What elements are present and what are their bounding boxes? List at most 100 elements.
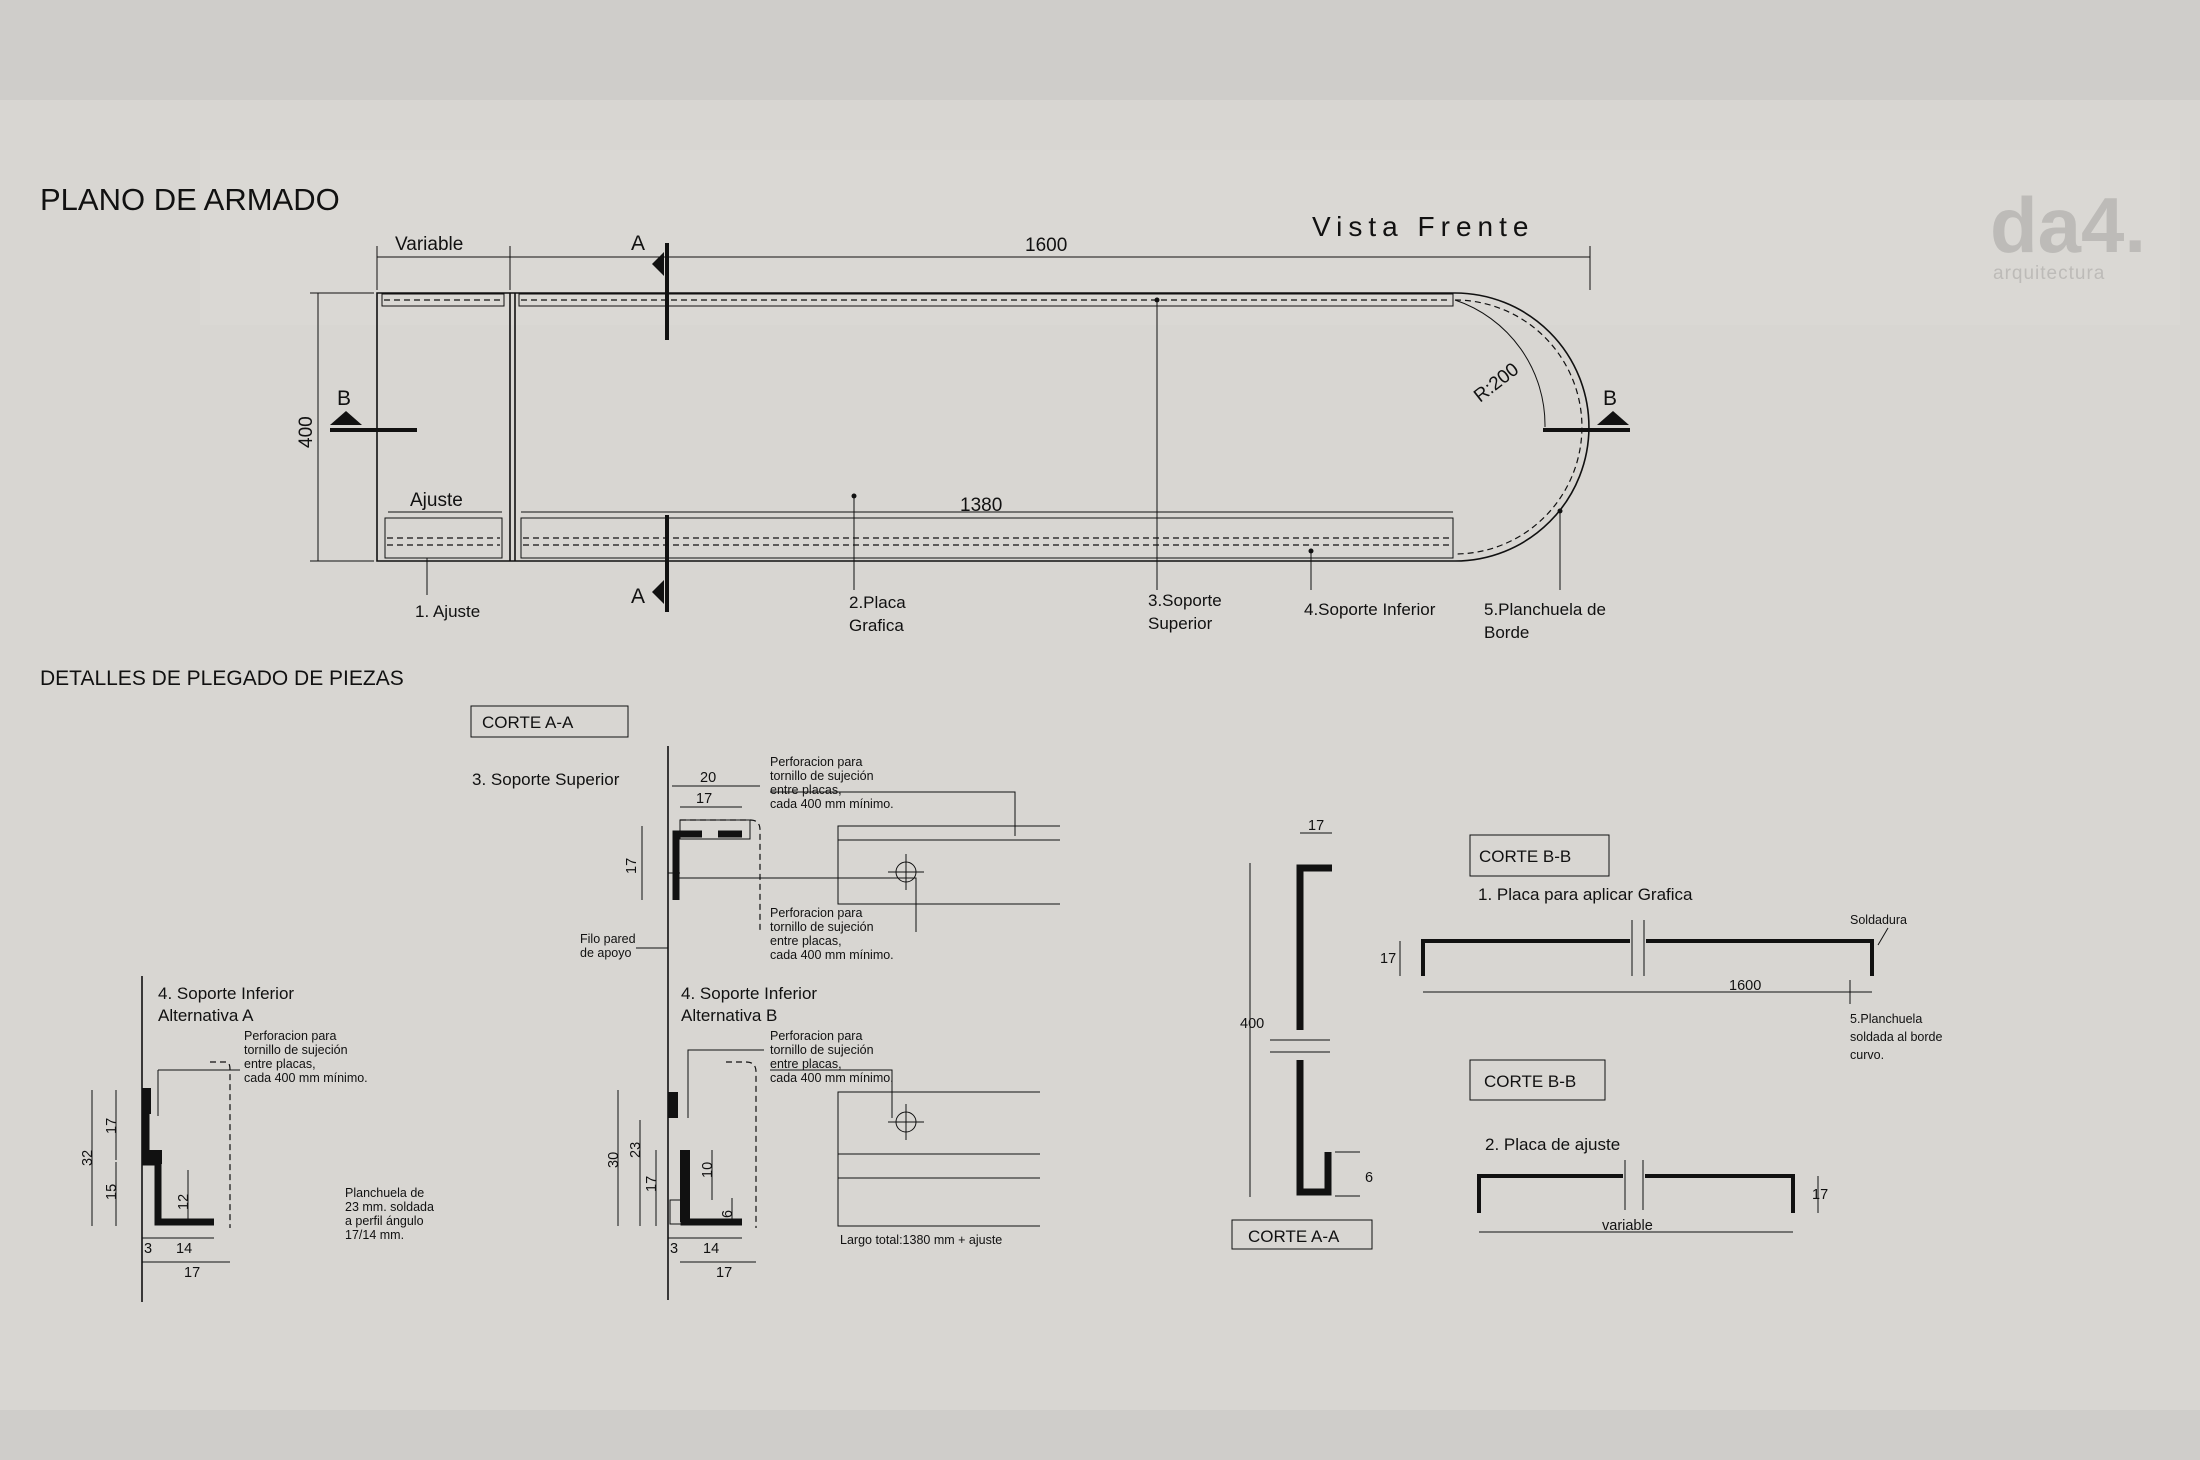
- note-b-4: cada 400 mm mínimo.: [770, 1071, 894, 1085]
- dim-a-15: 15: [104, 1184, 120, 1200]
- soporte-inf-a-title-2: Alternativa A: [158, 1006, 254, 1025]
- radius-leader: [1454, 299, 1546, 428]
- dim-a-17v: 17: [104, 1118, 120, 1134]
- placa-ajuste-left: [1477, 1174, 1623, 1213]
- section-a-top-arrow: [652, 252, 664, 276]
- dim-b-14: 14: [703, 1241, 719, 1257]
- part-3-label-line2: Superior: [1148, 614, 1213, 633]
- section-b-right-arrow: [1597, 411, 1629, 425]
- note-b-2: tornillo de sujeción: [770, 1043, 874, 1057]
- note-top-3: entre placas,: [770, 783, 842, 797]
- dim-bb1-17: 17: [1380, 951, 1396, 967]
- soporte-inferior-a-detail: 4. Soporte Inferior Alternativa A Perfor…: [80, 976, 434, 1302]
- note-top-4: cada 400 mm mínimo.: [770, 797, 894, 811]
- planchuela-note-1: Planchuela de: [345, 1186, 424, 1200]
- dim-a-12: 12: [176, 1194, 192, 1210]
- note-top-leader: [770, 791, 1016, 836]
- soporte-inferior-b-detail: 4. Soporte Inferior Alternativa B Perfor…: [606, 984, 1040, 1281]
- dim-400-label: 400: [296, 416, 317, 448]
- note-bot-1: Perforacion para: [770, 906, 862, 920]
- corte-bb-2-label: CORTE B-B: [1484, 1072, 1576, 1091]
- details-title: DETALLES DE PLEGADO DE PIEZAS: [40, 667, 404, 690]
- dim-17h: 17: [696, 791, 712, 807]
- corte-bb-1-box: [1469, 834, 1610, 877]
- note-bot-leader: [676, 877, 917, 932]
- corte-bb-2-box: [1469, 1059, 1606, 1101]
- part-3-label-line1: 3.Soporte: [1148, 591, 1222, 610]
- dim-b-3: 3: [670, 1241, 678, 1257]
- note-a-2: tornillo de sujeción: [244, 1043, 348, 1057]
- filo-label-1: Filo pared: [580, 932, 636, 946]
- note-5-1: 5.Planchuela: [1850, 1012, 1922, 1026]
- soporte-inf-b-title-2: Alternativa B: [681, 1006, 777, 1025]
- soporte-inf-a-plate: [142, 1150, 162, 1164]
- note-a-3: entre placas,: [244, 1057, 316, 1071]
- soporte-inf-b-gap: [669, 1199, 685, 1225]
- soporte-superior-title: 3. Soporte Superior: [472, 770, 620, 789]
- note-b-leader-2: [770, 1069, 893, 1118]
- ajuste-label: Ajuste: [410, 490, 463, 511]
- dim-b-6: 6: [720, 1210, 736, 1218]
- note-b-3: entre placas,: [770, 1057, 842, 1071]
- corte-aa-label: CORTE A-A: [1248, 1227, 1340, 1246]
- soporte-inf-b-title-1: 4. Soporte Inferior: [681, 984, 817, 1003]
- planchuela-note-2: 23 mm. soldada: [345, 1200, 434, 1214]
- dim-a-3: 3: [144, 1241, 152, 1257]
- note-bot-2: tornillo de sujeción: [770, 920, 874, 934]
- dim-20: 20: [700, 770, 716, 786]
- section-a-bottom-label: A: [631, 585, 645, 608]
- da4-logo: da4. arquitectura: [1990, 181, 2146, 284]
- corte-bb-2: CORTE B-B 2. Placa de ajuste 17 variable: [1469, 1059, 1828, 1234]
- corte-bb-1-title: 1. Placa para aplicar Grafica: [1478, 885, 1693, 904]
- corte-aa-section: 17 400 6 CORTE A-A: [1231, 818, 1373, 1250]
- section-b-right-label: B: [1603, 387, 1617, 410]
- dim-b-17v: 17: [644, 1176, 660, 1192]
- note-top-1: Perforacion para: [770, 755, 862, 769]
- part-2-label-line1: 2.Placa: [849, 593, 906, 612]
- section-aa-top: [1296, 864, 1332, 1030]
- section-b-left-label: B: [337, 387, 351, 410]
- header-band: [200, 150, 2180, 325]
- top-support-ajuste: [381, 293, 505, 307]
- dim-bb1-1600: 1600: [1729, 978, 1761, 994]
- dim-a-17h: 17: [184, 1265, 200, 1281]
- planchuela-note-4: 17/14 mm.: [345, 1228, 404, 1242]
- top-support: [518, 293, 1454, 307]
- corte-aa-label-box: [1231, 1219, 1373, 1250]
- filo-label-2: de apoyo: [580, 946, 631, 960]
- note-5-2: soldada al borde: [1850, 1030, 1942, 1044]
- sheet-title: PLANO DE ARMADO: [40, 182, 340, 217]
- section-aa-bottom: [1296, 1060, 1332, 1196]
- dim-variable-label: Variable: [395, 234, 463, 255]
- dim-1600-label: 1600: [1025, 235, 1067, 256]
- dim-bb2-17: 17: [1812, 1187, 1828, 1203]
- dim-aa-400: 400: [1240, 1016, 1264, 1032]
- soporte-inf-a-block: [142, 1088, 151, 1114]
- dim-b-30: 30: [606, 1152, 622, 1168]
- soporte-inf-b-plate: [680, 1150, 690, 1222]
- note-bot-3: entre placas,: [770, 934, 842, 948]
- soldadura-leader: [1877, 927, 1889, 946]
- note-5-3: curvo.: [1850, 1048, 1884, 1062]
- plan-view-b: [837, 1091, 1040, 1227]
- plan-view-a: [837, 825, 1060, 905]
- planchuela-note-3: a perfil ángulo: [345, 1214, 424, 1228]
- dim-1380-label: 1380: [960, 495, 1002, 516]
- logo-subtitle: arquitectura: [1993, 263, 2105, 284]
- edge-strip: [1454, 299, 1583, 555]
- note-a-1: Perforacion para: [244, 1029, 336, 1043]
- note-top-2: tornillo de sujeción: [770, 769, 874, 783]
- part-2-label-line2: Grafica: [849, 616, 904, 635]
- part-1-label: 1. Ajuste: [415, 602, 480, 621]
- note-b-leader: [687, 1049, 764, 1118]
- soporte-superior-dash: [680, 819, 761, 930]
- dim-b-17h: 17: [716, 1265, 732, 1281]
- corte-bb-2-title: 2. Placa de ajuste: [1485, 1135, 1620, 1154]
- soporte-inf-b-block: [668, 1092, 678, 1118]
- bottom-support: [520, 517, 1454, 559]
- dim-aa-17: 17: [1308, 818, 1324, 834]
- soporte-inf-a-title-1: 4. Soporte Inferior: [158, 984, 294, 1003]
- soporte-superior-detail: 3. Soporte Superior 20 17 17 Perforacion…: [472, 746, 1060, 1300]
